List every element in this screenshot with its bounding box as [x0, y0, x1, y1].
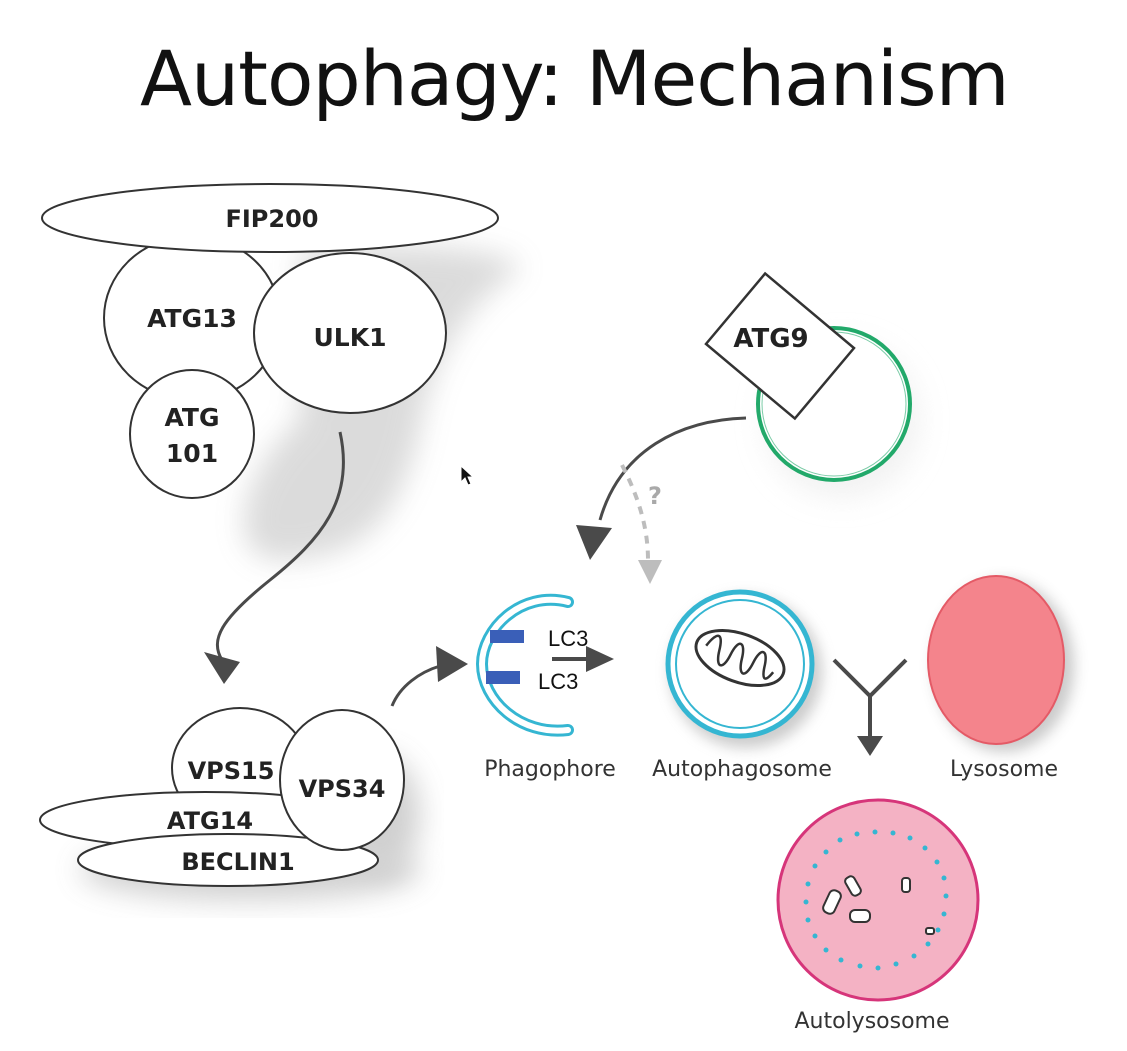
ulk1-label: ULK1	[314, 323, 387, 352]
atg14-label-group: ATG14	[167, 807, 253, 835]
autolysosome-caption: Autolysosome	[794, 1009, 949, 1034]
vps15-label-group: VPS15	[188, 757, 275, 785]
question-mark: ?	[648, 482, 662, 510]
ulk1-subunit: ULK1	[253, 252, 447, 414]
beclin1-subunit: BECLIN1	[77, 833, 379, 887]
lc3-top-label: LC3	[548, 626, 588, 651]
atg101-label-line2: 101	[166, 439, 218, 468]
autophagosome	[665, 589, 822, 748]
atg101-label-line1: ATG	[165, 403, 220, 432]
atg9-protein	[704, 271, 856, 421]
pi3k-complex: BECLIN1 ATG14 VPS15 VPS34	[39, 707, 405, 887]
phagophore-caption: Phagophore	[484, 757, 616, 782]
vps34-label: VPS34	[299, 775, 386, 803]
ulk-to-pi3k-arrow	[204, 431, 345, 684]
atg9-vesicle: ATG9	[704, 271, 920, 498]
vps34-subunit: VPS34	[279, 709, 405, 851]
lc3-bottom-label: LC3	[538, 669, 578, 694]
lysosome	[927, 575, 1074, 752]
autolysosome	[776, 798, 980, 1002]
atg14-label: ATG14	[167, 807, 253, 835]
phagophore-to-autophagosome-arrow	[552, 646, 614, 672]
degraded-cargo	[822, 875, 935, 935]
atg9-uncertain-arrow: ?	[620, 464, 662, 584]
vps15-label: VPS15	[188, 757, 275, 785]
fip200-label: FIP200	[225, 205, 318, 233]
beclin1-label: BECLIN1	[181, 848, 294, 876]
ulk-complex: ATG13 ATG 101 ULK1 FIP200	[41, 183, 499, 499]
slide-title: Autophagy: Mechanism	[140, 34, 1010, 123]
atg101-subunit: ATG 101	[129, 369, 255, 499]
atg13-label: ATG13	[147, 304, 237, 333]
phagophore: LC3 LC3	[475, 594, 588, 737]
mitochondrion	[694, 629, 786, 687]
fip200-subunit: FIP200	[41, 183, 499, 253]
pi3k-to-phagophore-arrow	[390, 646, 468, 707]
fusion-arrow	[832, 658, 908, 756]
atg9-to-phagophore-arrow	[576, 416, 747, 560]
atg9-label: ATG9	[733, 324, 808, 354]
lc3-marker-bottom	[486, 671, 520, 684]
lysosome-caption: Lysosome	[950, 757, 1058, 782]
autophagosome-caption: Autophagosome	[652, 757, 832, 782]
lc3-marker-top	[490, 630, 524, 643]
mouse-cursor-icon	[460, 464, 475, 486]
autolysosome-membrane-fragments	[803, 829, 949, 971]
